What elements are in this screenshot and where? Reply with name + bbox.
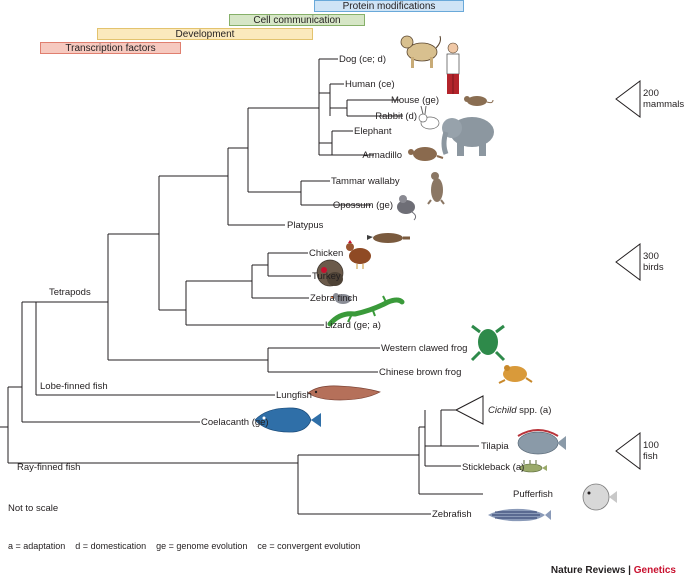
label-tilapia: Tilapia (481, 441, 509, 452)
label-lungfish: Lungfish (276, 390, 312, 401)
lungfish-icon (307, 385, 381, 401)
label-elephant: Elephant (354, 126, 392, 137)
tree-branches (0, 58, 483, 515)
animal-illustrations (254, 35, 617, 522)
label-dog: Dog (ce; d) (339, 54, 386, 65)
cichlid-clade-triangle (454, 395, 484, 425)
platypus-icon (367, 233, 410, 243)
label-chinese-brown-frog: Chinese brown frog (379, 367, 461, 378)
label-cichlid-spp: spp. (a) (517, 405, 552, 416)
label-mouse: Mouse (ge) (391, 95, 439, 106)
mammals-count: 200 (643, 88, 659, 99)
label-platypus: Platypus (287, 220, 324, 231)
stickleback-icon (519, 460, 547, 473)
tilapia-icon (517, 429, 566, 455)
zebra-finch-icon (330, 293, 351, 304)
mammals-clade-triangle (615, 80, 641, 118)
label-lizard: Lizard (ge; a) (325, 320, 381, 331)
turkey-icon (316, 259, 344, 287)
label-tetrapods: Tetrapods (49, 287, 91, 298)
label-zebrafish: Zebrafish (432, 509, 472, 520)
pufferfish-icon (582, 483, 617, 511)
label-ray-finned-fish: Ray-finned fish (17, 462, 80, 473)
brand-separator: | (625, 565, 633, 576)
clade-triangles (454, 80, 641, 470)
coelacanth-icon (254, 407, 321, 433)
mouse-icon (464, 96, 494, 106)
abbreviation-legend: a = adaptation d = domestication ge = ge… (8, 541, 360, 551)
armadillo-icon (408, 147, 444, 161)
birds-count-label: birds (643, 262, 664, 273)
brand-journal: Genetics (634, 565, 677, 576)
western-clawed-frog-icon (470, 324, 506, 362)
label-coelacanth: Coelacanth (ge) (201, 417, 269, 428)
cell-communication-bar: Cell communication (229, 14, 365, 26)
birds-clade-triangle (615, 243, 641, 281)
label-zebra-finch: Zebra finch (310, 293, 358, 304)
not-to-scale-note: Not to scale (8, 503, 58, 514)
label-lobe-finned-fish: Lobe-finned fish (40, 381, 108, 392)
zebrafish-icon (488, 508, 551, 522)
human-icon (446, 42, 460, 94)
label-turkey: Turkey (312, 271, 341, 282)
dog-icon (400, 35, 441, 68)
label-pufferfish: Pufferfish (513, 489, 553, 500)
label-western-clawed-frog: Western clawed frog (381, 343, 467, 354)
birds-count: 300 (643, 251, 659, 262)
elephant-icon (441, 117, 494, 156)
label-cichlid: Cichild spp. (a) (488, 405, 551, 416)
lizard-icon (327, 295, 405, 327)
label-opossum: Opossum (ge) (333, 200, 393, 211)
rabbit-icon (418, 105, 440, 130)
label-tammar-wallaby: Tammar wallaby (331, 176, 400, 187)
brand-main: Nature Reviews (551, 565, 626, 576)
opossum-icon (397, 195, 417, 221)
chinese-brown-frog-icon (498, 365, 533, 384)
transcription-factors-bar: Transcription factors (40, 42, 181, 54)
brand-credit: Nature Reviews | Genetics (551, 565, 677, 576)
label-armadillo: Armadillo (362, 150, 402, 161)
fish-count-label: fish (643, 451, 658, 462)
label-stickleback: Stickleback (a) (462, 462, 524, 473)
development-bar: Development (97, 28, 313, 40)
label-chicken: Chicken (309, 248, 343, 259)
mammals-count-label: mammals (643, 99, 684, 110)
label-rabbit: Rabbit (d) (375, 111, 417, 122)
protein-modifications-bar: Protein modifications (314, 0, 464, 12)
fish-count: 100 (643, 440, 659, 451)
chicken-icon (346, 240, 371, 269)
wallaby-icon (427, 172, 445, 205)
label-cichlid-genus: Cichild (488, 405, 517, 416)
label-human: Human (ce) (345, 79, 395, 90)
fish-clade-triangle (615, 432, 641, 470)
